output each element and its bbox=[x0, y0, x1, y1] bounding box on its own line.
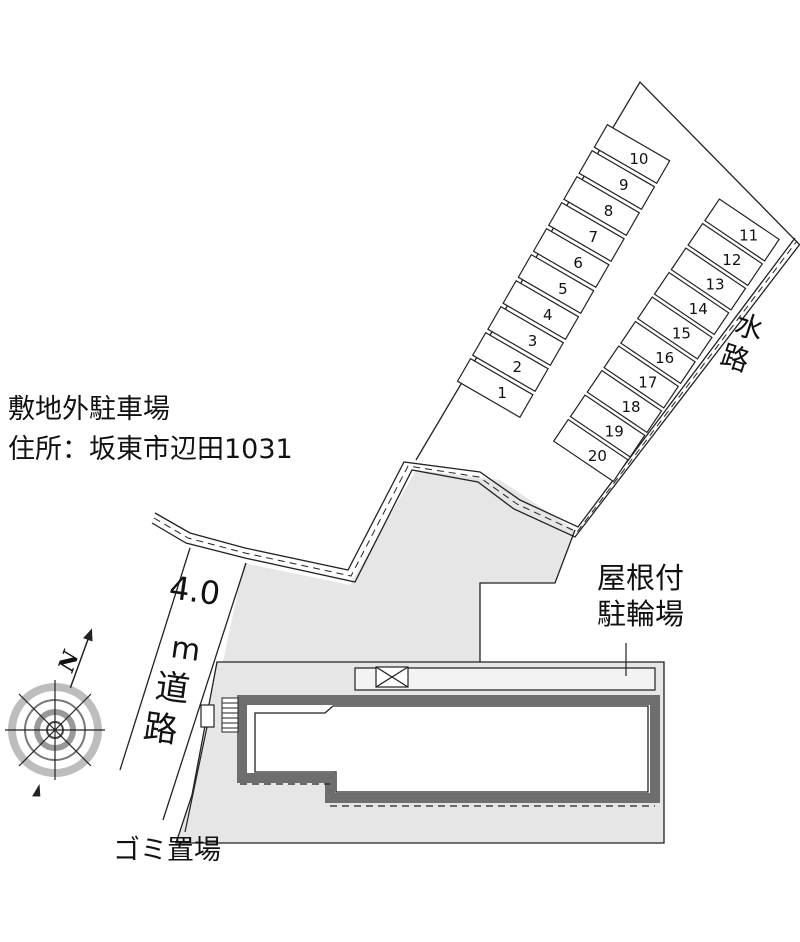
parking-stall: 3 bbox=[487, 305, 565, 367]
stall-number: 6 bbox=[573, 254, 583, 272]
stall-number: 20 bbox=[588, 447, 607, 465]
stairs bbox=[221, 697, 239, 733]
road-width: 4.0 bbox=[167, 568, 223, 613]
stall-number: 1 bbox=[497, 384, 507, 402]
parking-stall: 13 bbox=[670, 247, 747, 311]
compass-icon bbox=[5, 628, 105, 797]
stall-number: 7 bbox=[589, 228, 599, 246]
parking-stall: 16 bbox=[620, 320, 696, 385]
stall-number: 17 bbox=[638, 373, 657, 391]
roof-label: 屋根付 駐輪場 bbox=[597, 560, 684, 632]
waterway bbox=[151, 237, 800, 583]
parking-stall: 2 bbox=[471, 331, 549, 393]
trash-area bbox=[200, 704, 215, 728]
parking-stall: 17 bbox=[603, 345, 680, 409]
road-label: 4.0 m 道 路 bbox=[141, 568, 223, 751]
parking-stall: 10 bbox=[593, 123, 671, 185]
stall-number: 8 bbox=[604, 202, 614, 220]
stall-number: 10 bbox=[629, 150, 648, 168]
parking-stall: 20 bbox=[552, 418, 629, 483]
parking-column-right: 11 12 13 14 15 16 17 18 19 20 bbox=[552, 198, 780, 483]
parking-stall: 18 bbox=[586, 369, 663, 434]
road-char-2: 路 bbox=[141, 707, 180, 751]
parking-stall: 11 bbox=[704, 198, 780, 262]
road-edge-left bbox=[119, 547, 191, 771]
stall-number: 18 bbox=[621, 398, 640, 416]
stall-number: 19 bbox=[605, 422, 624, 440]
road-char-1: 道 bbox=[153, 666, 192, 710]
trash-leader-line bbox=[184, 726, 208, 833]
stall-number: 3 bbox=[528, 332, 538, 350]
roof-line-2: 駐輪場 bbox=[597, 597, 685, 631]
parking-stall: 14 bbox=[653, 271, 730, 336]
parking-stall: 7 bbox=[547, 201, 625, 263]
site-heading: 敷地外駐車場 bbox=[8, 394, 170, 425]
site-info: 敷地外駐車場 住所：坂東市辺田1031 bbox=[8, 390, 293, 470]
paved-area bbox=[192, 470, 575, 806]
stall-number: 16 bbox=[655, 349, 674, 367]
trash-label: ゴミ置場 bbox=[113, 835, 221, 866]
parking-stall: 5 bbox=[517, 253, 595, 315]
parking-stall: 9 bbox=[578, 149, 656, 211]
stall-number: 15 bbox=[672, 324, 691, 342]
stall-number: 2 bbox=[513, 358, 523, 376]
stall-number: 14 bbox=[689, 300, 708, 318]
roof-line-1: 屋根付 bbox=[597, 561, 685, 595]
parking-stall: 6 bbox=[532, 227, 610, 289]
stall-number: 12 bbox=[722, 251, 741, 269]
stall-number: 11 bbox=[739, 226, 758, 244]
north-label: N bbox=[53, 647, 85, 677]
parking-stall: 12 bbox=[687, 222, 764, 287]
stall-number: 4 bbox=[543, 306, 553, 324]
road-unit: m bbox=[169, 630, 203, 669]
bicycle-shelter bbox=[354, 667, 656, 691]
parking-stall: 19 bbox=[569, 394, 646, 458]
parking-stall: 4 bbox=[502, 279, 580, 341]
site-address: 住所：坂東市辺田1031 bbox=[8, 434, 293, 465]
stall-number: 5 bbox=[558, 280, 568, 298]
stall-number: 9 bbox=[619, 176, 629, 194]
parking-stall: 15 bbox=[636, 296, 713, 360]
building-inner bbox=[254, 705, 649, 793]
road-edge-right bbox=[162, 562, 247, 821]
stall-number: 13 bbox=[705, 275, 724, 293]
parking-lot-boundary bbox=[415, 80, 800, 461]
inner-boundary bbox=[479, 529, 576, 662]
water-char-2: 路 bbox=[717, 338, 754, 378]
parking-stall: 8 bbox=[563, 175, 641, 237]
parking-stall: 1 bbox=[456, 357, 534, 419]
